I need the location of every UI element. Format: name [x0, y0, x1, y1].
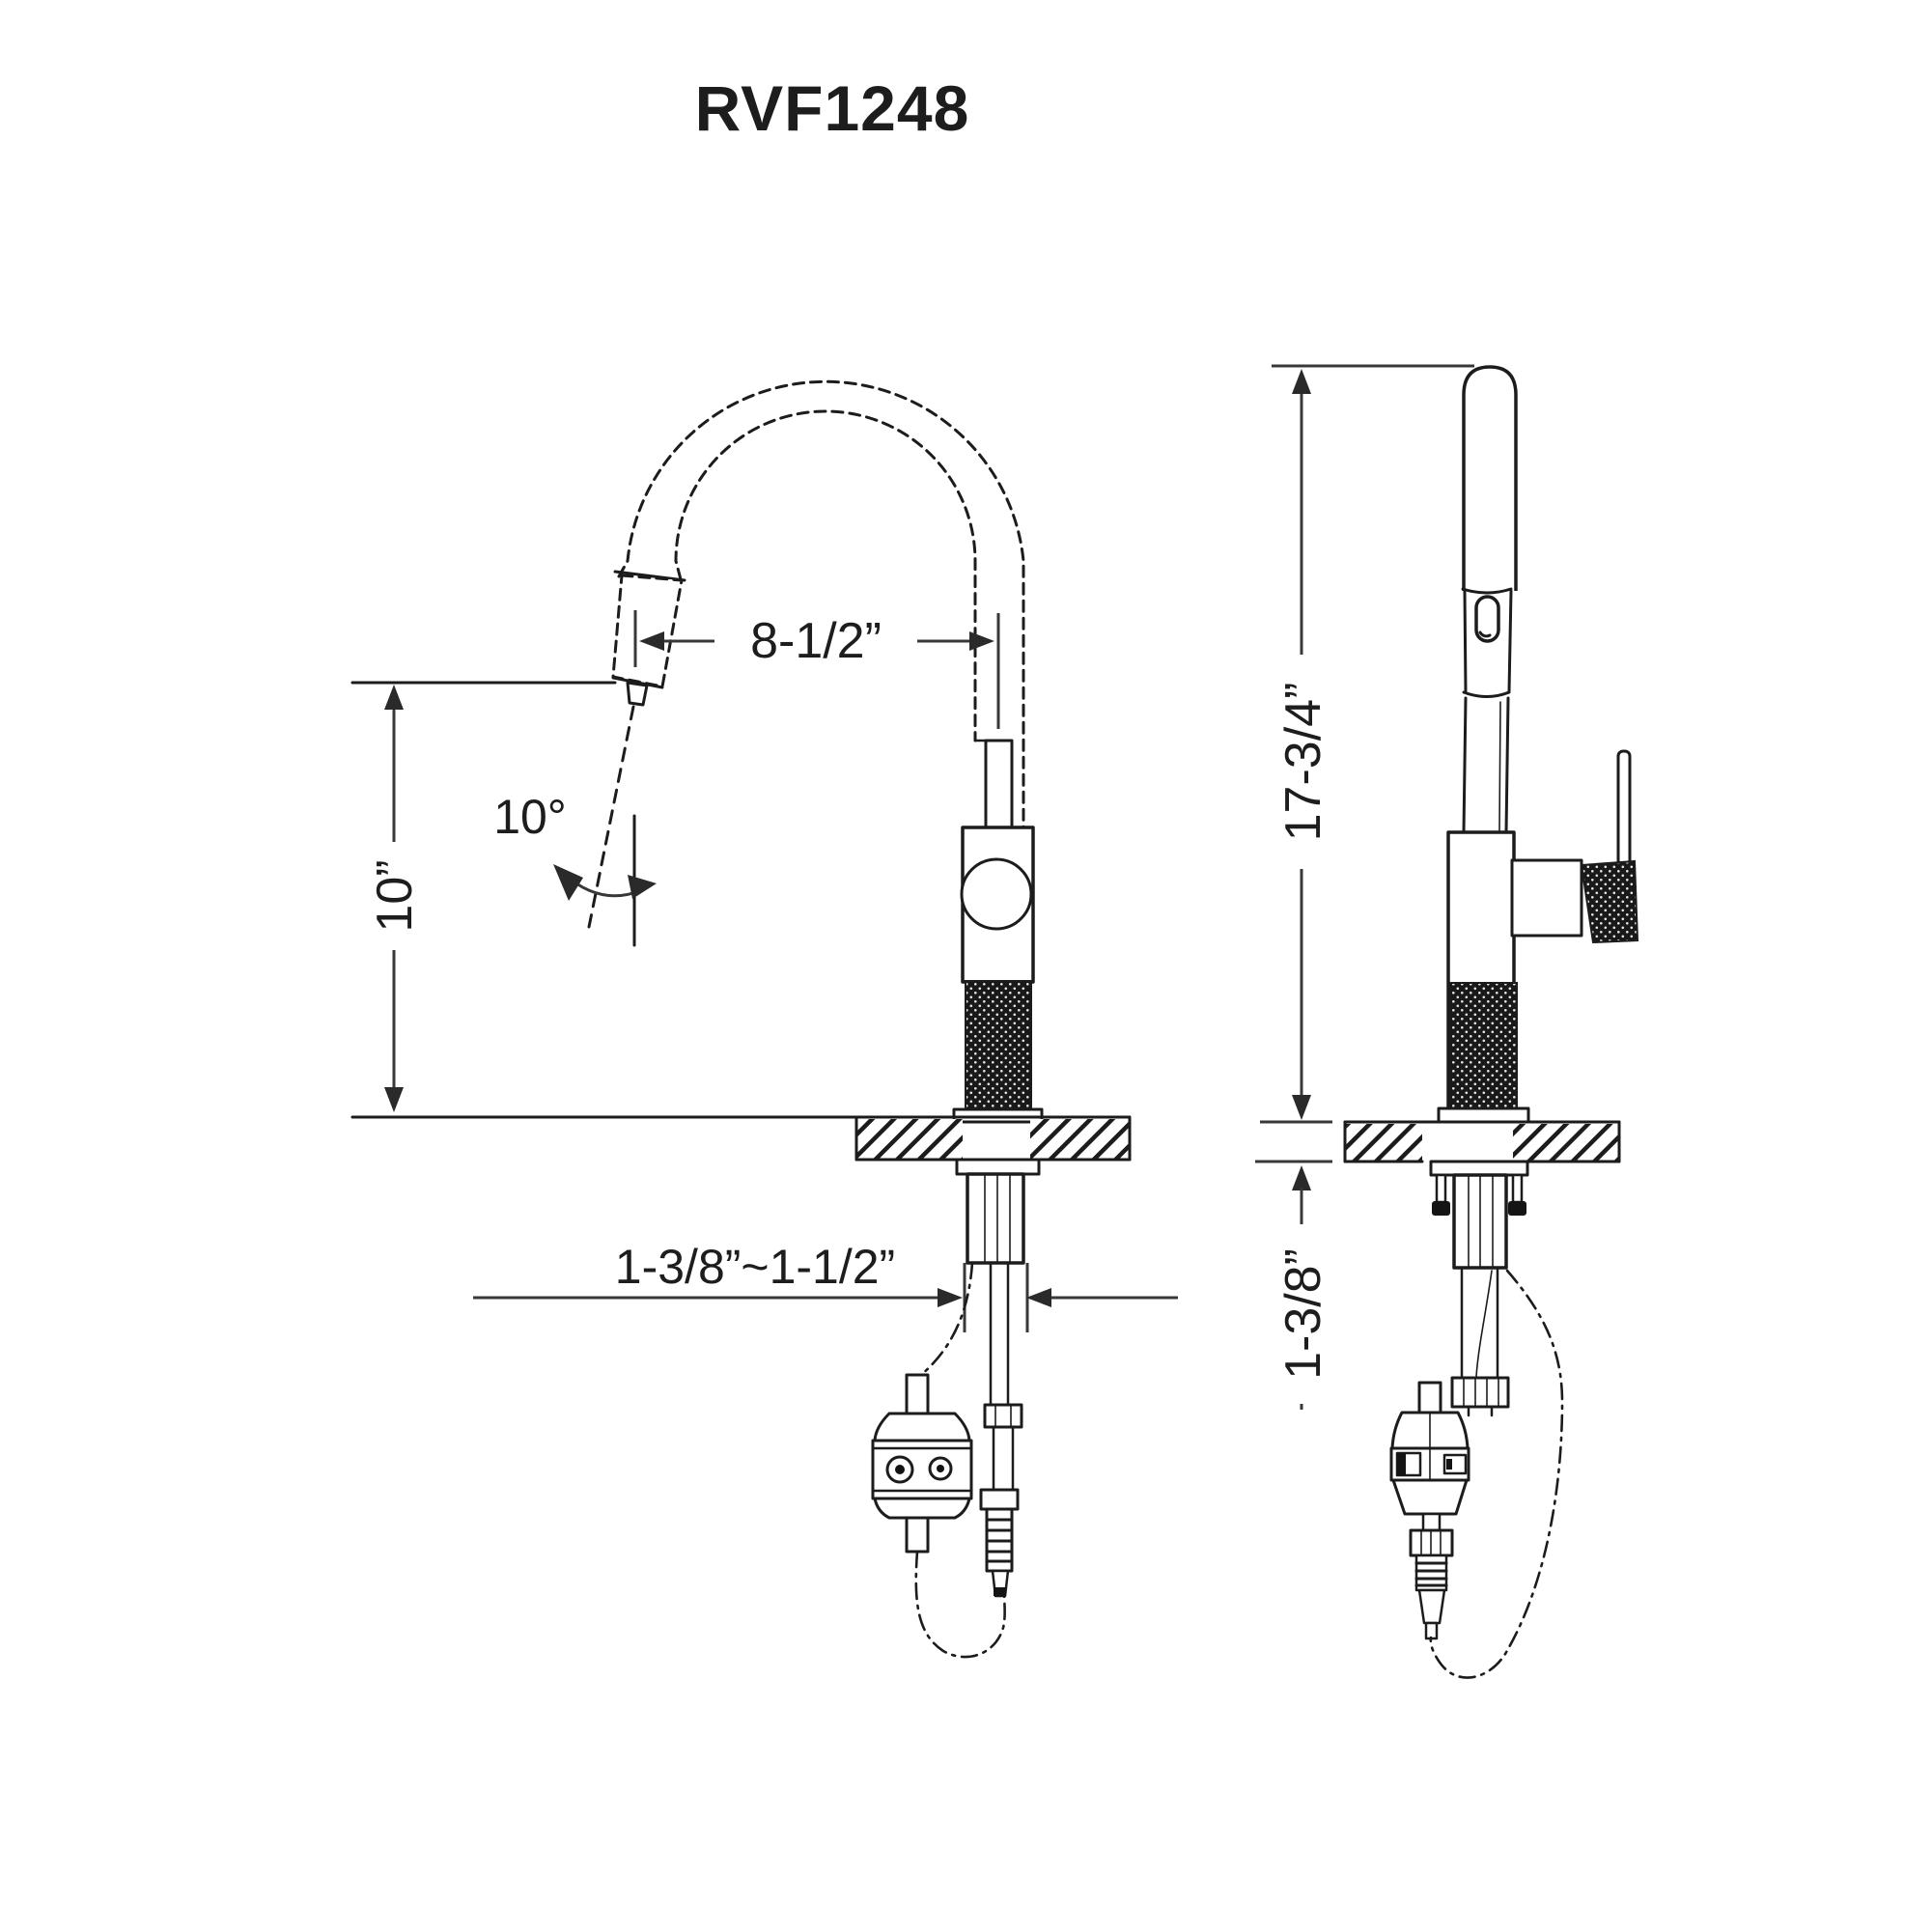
faucet-body-side [1437, 749, 1639, 1124]
model-number-title: RVF1248 [695, 72, 970, 144]
mounting-hardware-side [1429, 1160, 1529, 1417]
mounting-hole-label: 1-3/8”~1-1/2” [615, 1240, 895, 1294]
spout-height-dimension: 10” [350, 681, 617, 1112]
countertop-section-front [350, 1115, 1132, 1162]
mounting-hardware-front [955, 1158, 1041, 1407]
faucet-body-front [952, 826, 1044, 1124]
spout-reach-dimension: 8-1/2” [639, 604, 1000, 729]
spout-reach-label: 8-1/2” [750, 613, 882, 669]
knurled-grip-front [965, 980, 1032, 1113]
knurled-handle [1580, 859, 1639, 944]
dim-arrow-right-icon [969, 631, 994, 651]
dim-arrow-down-icon [1292, 1095, 1311, 1120]
nut-facets [1463, 1377, 1499, 1408]
knurled-grip-side [1448, 982, 1518, 1113]
countertop-section-side [1343, 1120, 1621, 1163]
front-view-drawing: 10° 10” 8-1/2” [350, 379, 1178, 1659]
handle-hub [1510, 858, 1583, 938]
hose-and-weight-front [871, 1261, 1006, 1659]
deck-thickness-dimension: 1-3/8” [1255, 1120, 1332, 1410]
angle-arrow-right-icon [628, 875, 657, 899]
connector-facets [1420, 1529, 1442, 1556]
hose-ridges [985, 1518, 1014, 1563]
mounting-hole-dimension: 1-3/8”~1-1/2” [473, 1240, 1178, 1307]
mounting-shank-front [966, 1172, 1025, 1265]
side-view-drawing: 17-3/4” [1255, 364, 1639, 1679]
handle-lever-rod [1616, 749, 1632, 867]
dim-arrow-up-icon [1292, 369, 1311, 394]
dim-arrow-up-icon [384, 685, 404, 710]
angle-arrow-left-icon [553, 864, 583, 901]
connector-ridges [1414, 1561, 1448, 1587]
dim-arrow-down-icon [384, 1087, 404, 1112]
supply-hose-front [979, 1403, 1023, 1598]
swivel-angle-annotation: 10° [493, 705, 657, 947]
base-flange-side [1437, 1106, 1530, 1124]
spray-wand-side [1461, 365, 1518, 834]
hose-weight-side [1389, 1269, 1564, 1679]
deck-thickness-label: 1-3/8” [1275, 1248, 1331, 1380]
spout-height-label: 10” [367, 859, 423, 932]
overall-height-label: 17-3/4” [1275, 683, 1331, 842]
spray-head [611, 570, 686, 707]
dim-arrow-up-icon [1292, 1165, 1311, 1190]
pivot-ball-joint [960, 857, 1033, 931]
shank-hose-lines [984, 1173, 1011, 1264]
nozzle-tip [626, 681, 649, 707]
swivel-angle-label: 10° [493, 790, 567, 844]
dim-arrow-right-icon [938, 1288, 963, 1307]
gooseneck-spout [617, 379, 1025, 856]
dim-arrow-left-icon [1026, 1288, 1051, 1307]
dim-arrow-left-icon [639, 631, 664, 651]
spray-mode-button [1474, 595, 1500, 643]
overall-height-dimension: 17-3/4” [1272, 364, 1474, 1120]
wand-collar-band [1462, 690, 1511, 698]
shank-hose-lines [1468, 1174, 1494, 1269]
